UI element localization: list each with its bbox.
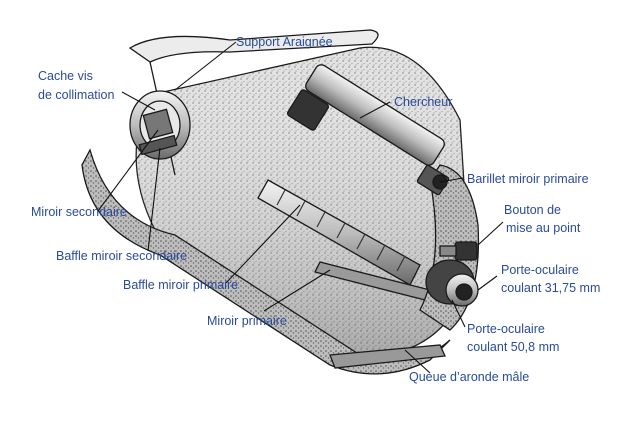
dovetail-bar (329, 344, 446, 369)
label-bouton-line2: mise au point (506, 221, 581, 235)
finder-body (305, 64, 445, 166)
label-miroir-secondaire: Miroir secondaire (31, 205, 127, 219)
tube-lower-wall (81, 148, 451, 375)
focus-knob (439, 241, 478, 261)
baffle-rings (276, 189, 406, 272)
focus-knob-body (454, 241, 478, 261)
label-queue-aronde: Queue d’aronde mâle (409, 370, 529, 384)
label-po-3175-line2: coulant 31,75 mm (501, 281, 600, 295)
label-baffle-primaire: Baffle miroir primaire (123, 278, 238, 292)
finder-objective (286, 89, 330, 131)
label-cache-vis-line1: Cache vis (38, 69, 93, 83)
label-chercheur: Chercheur (394, 95, 452, 109)
label-support-araignee: Support Araignée (236, 35, 333, 49)
secondary-mirror (142, 108, 174, 140)
label-po-508-line2: coulant 50,8 mm (467, 340, 559, 354)
label-barillet: Barillet miroir primaire (467, 172, 589, 186)
leader-lines (97, 41, 504, 374)
finder-scope (286, 64, 450, 196)
label-po-3175-line1: Porte-oculaire (501, 263, 579, 277)
focuser-hole (455, 283, 473, 301)
label-po-508-line1: Porte-oculaire (467, 322, 545, 336)
focuser (425, 259, 479, 307)
label-cache-vis-line2: de collimation (38, 88, 114, 102)
labels: Support Araignée Cache vis de collimatio… (31, 35, 600, 384)
focus-knob-shaft (439, 245, 457, 257)
label-bouton-line1: Bouton de (504, 203, 561, 217)
tube-upper-shell (128, 29, 379, 63)
label-baffle-secondaire: Baffle miroir secondaire (56, 249, 187, 263)
label-miroir-primaire: Miroir primaire (207, 314, 287, 328)
